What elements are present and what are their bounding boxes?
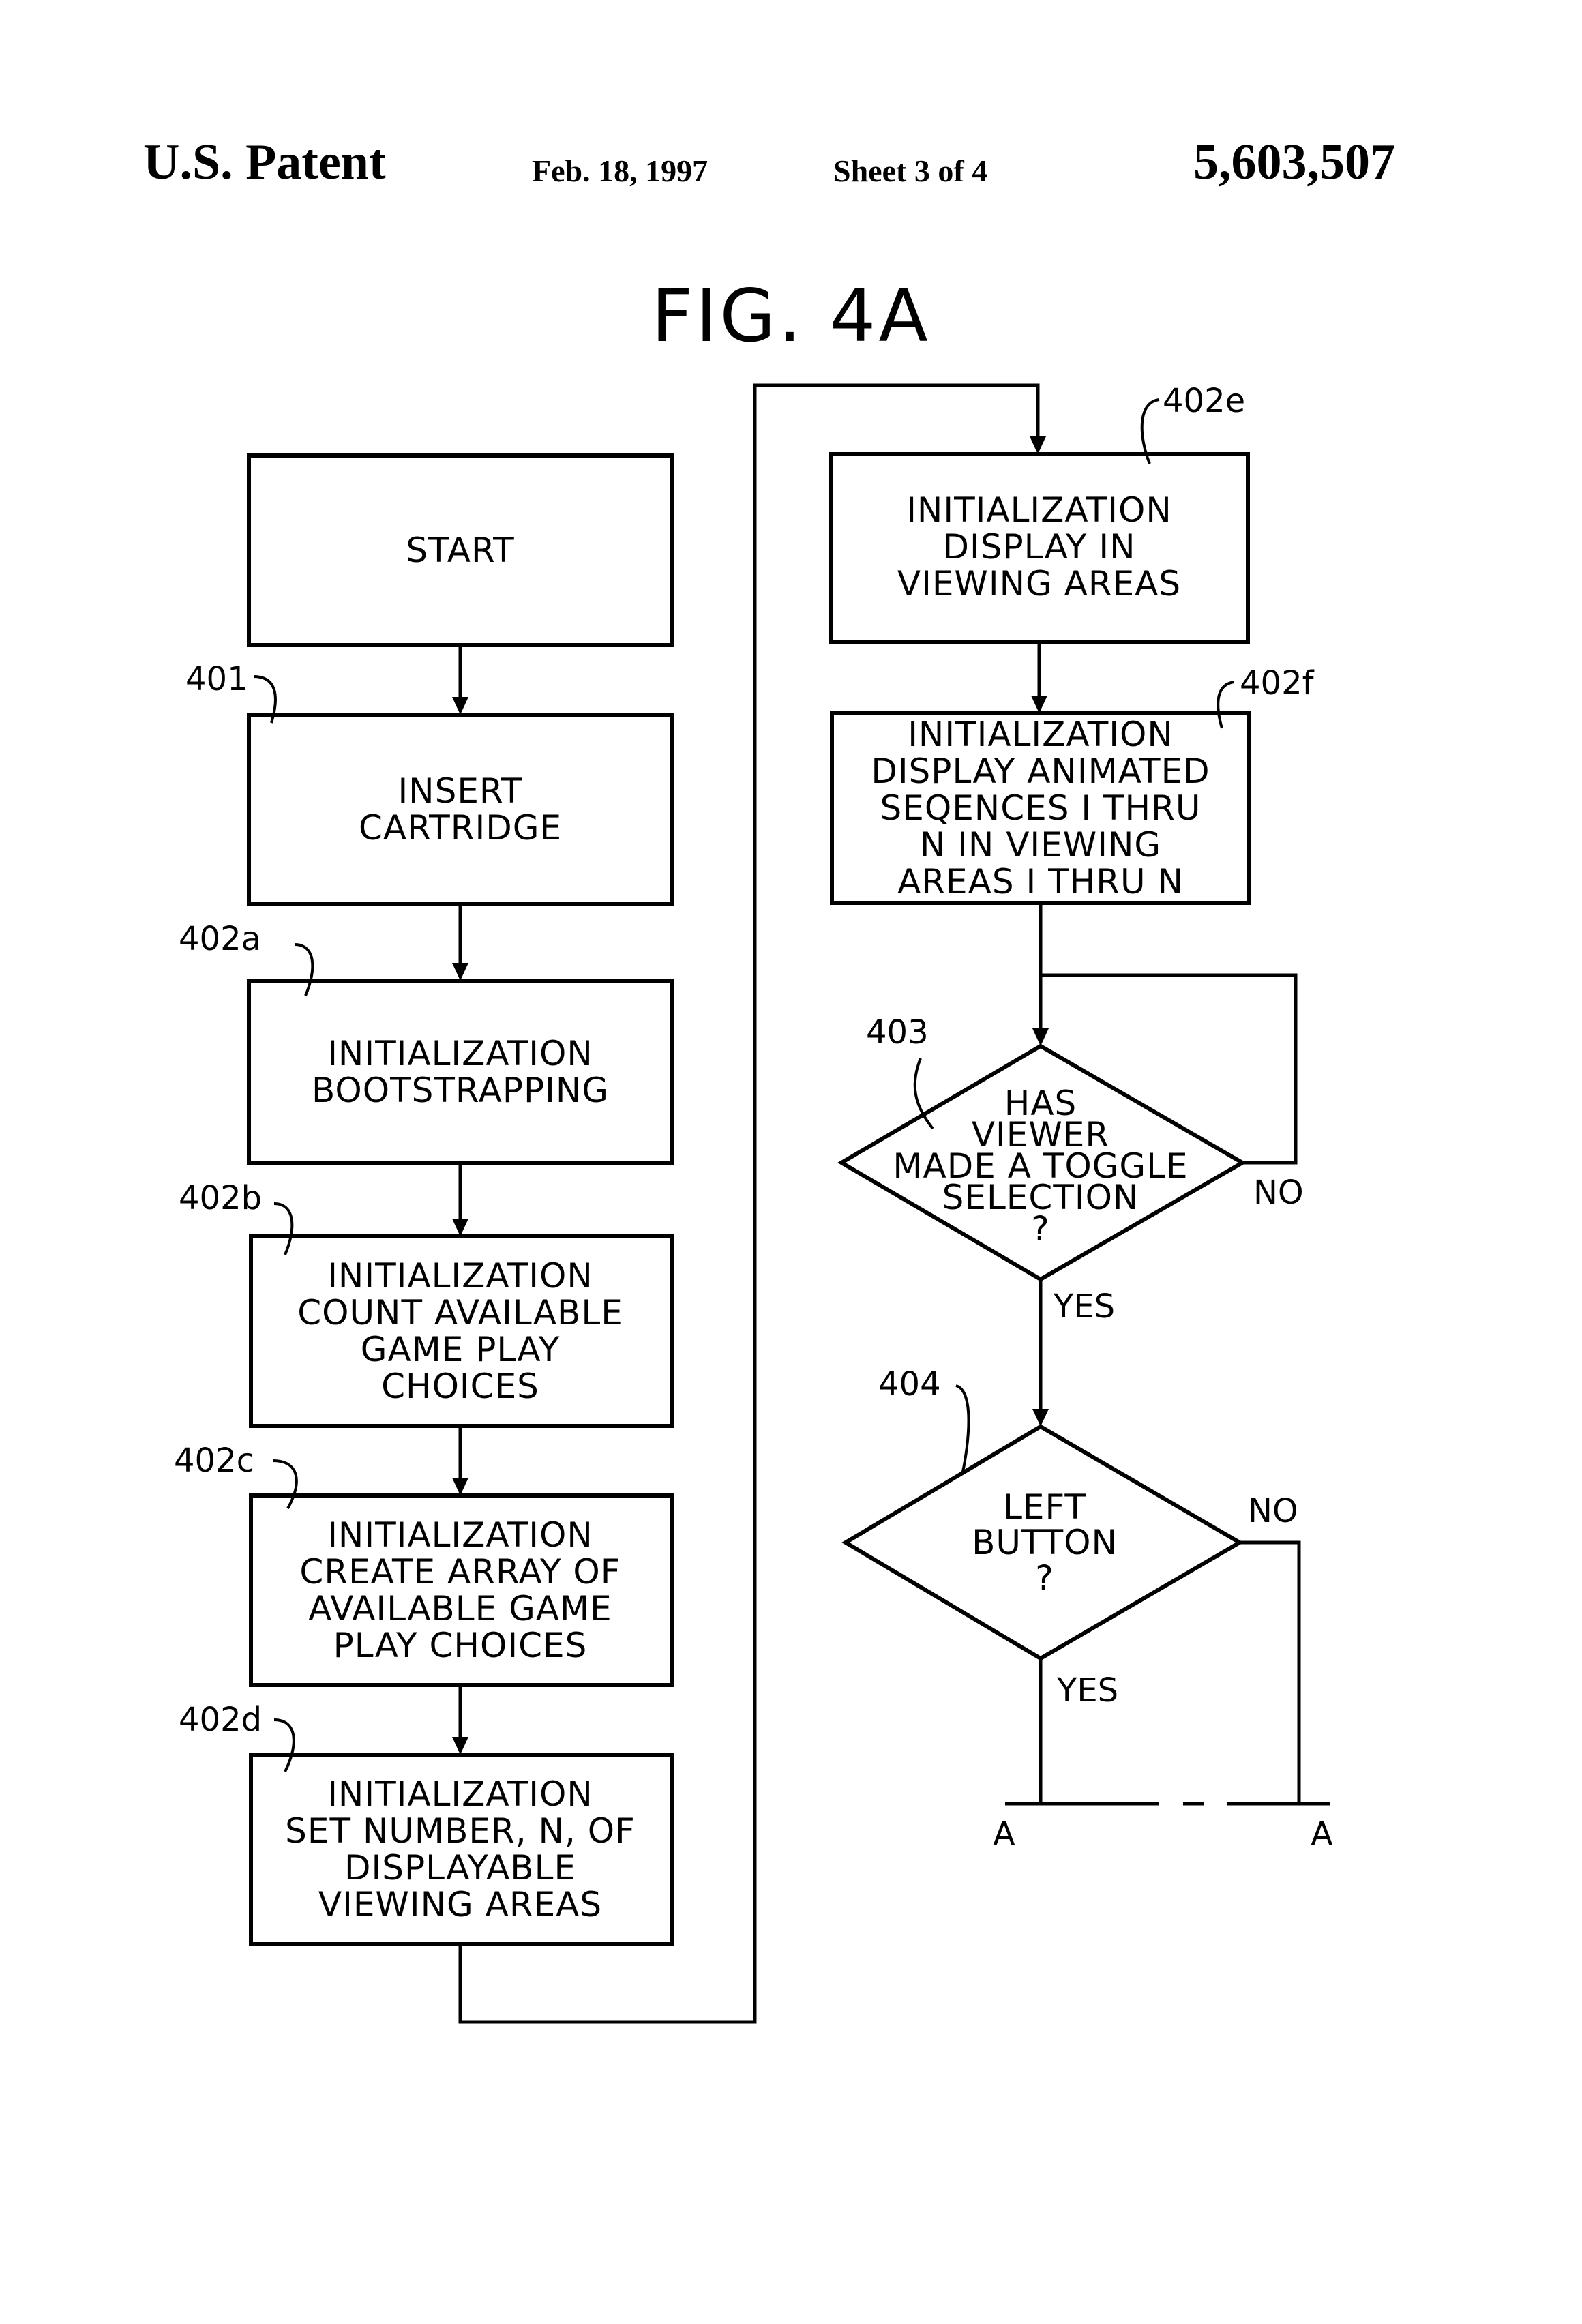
ref-402a: 402a (179, 920, 261, 958)
decision-404-yes: YES (1056, 1671, 1118, 1710)
label-line: MADE A TOGGLE (893, 1146, 1188, 1186)
label-line: CARTRIDGE (359, 808, 562, 848)
decision-404-no: NO (1248, 1492, 1298, 1530)
patent-date: Feb. 18, 1997 (532, 153, 708, 188)
ref-402d: 402d (179, 1701, 262, 1739)
ref-402c: 402c (174, 1442, 254, 1480)
label-line: VIEWING AREAS (318, 1885, 602, 1924)
no-loop-403 (1041, 973, 1298, 1165)
set-number-box (249, 1753, 674, 1946)
label-line: CHOICES (381, 1367, 539, 1406)
ref-401-leader (253, 675, 277, 724)
label-line: COUNT AVAILABLE (297, 1293, 623, 1332)
ref-403-leader (913, 1058, 934, 1130)
label-line: ? (1035, 1558, 1054, 1598)
decision-403-no: NO (1253, 1174, 1304, 1212)
ref-404-leader (955, 1384, 970, 1472)
arrowhead-404 (1032, 1409, 1049, 1427)
label-line: DISPLAY ANIMATED (871, 751, 1210, 791)
count-choices-box (249, 1234, 674, 1428)
label-line: LEFT (1003, 1487, 1086, 1527)
label-line: SELECTION (942, 1178, 1139, 1217)
ref-402c-leader (272, 1459, 298, 1509)
arrowhead-402f (1031, 696, 1047, 713)
label-line: N IN VIEWING (920, 825, 1161, 865)
bootstrapping-box (247, 979, 674, 1165)
label-line: ? (1031, 1209, 1050, 1249)
ref-402e-leader (1140, 398, 1160, 464)
label-line: CREATE ARRAY OF (299, 1552, 621, 1592)
ref-401: 401 (185, 660, 248, 698)
label-line: DISPLAY IN (942, 527, 1135, 567)
arrowhead-402c (452, 1478, 468, 1495)
ref-403: 403 (866, 1013, 929, 1052)
label-line: INITIALIZATION (906, 490, 1172, 530)
arrowhead-402e (1030, 436, 1046, 454)
arrowhead-402b (452, 1219, 468, 1236)
label-line: SET NUMBER, N, OF (285, 1811, 636, 1851)
label-line: INITIALIZATION (327, 1256, 593, 1296)
start-label: START (406, 531, 514, 570)
ref-402f: 402f (1240, 664, 1315, 702)
ref-402b-leader (273, 1202, 294, 1255)
arrowhead-402a (452, 963, 468, 981)
ref-402a-leader (294, 943, 314, 996)
label-line: BUTTON (972, 1523, 1118, 1562)
label-line: INSERT (398, 771, 522, 811)
label-line: GAME PLAY (361, 1330, 561, 1369)
label-line: DISPLAYABLE (344, 1848, 576, 1888)
ref-402b: 402b (179, 1179, 262, 1217)
ref-404: 404 (878, 1365, 941, 1403)
no-branch-404 (1240, 1540, 1301, 1804)
label-line: BOOTSTRAPPING (312, 1071, 609, 1110)
arrowhead-402d (452, 1737, 468, 1755)
start-box (247, 453, 674, 647)
label-line: VIEWING AREAS (897, 564, 1181, 604)
arrowhead-403 (1032, 1028, 1049, 1046)
connector-a-right: A (1311, 1815, 1333, 1853)
label-line: START (406, 531, 514, 570)
label-line: INITIALIZATION (327, 1034, 593, 1073)
patent-number: 5,603,507 (1193, 134, 1395, 190)
label-line: INITIALIZATION (327, 1515, 593, 1555)
animated-sequences-box (830, 711, 1251, 905)
create-array-box (249, 1493, 674, 1687)
arrowhead-401 (452, 697, 468, 715)
connector-a-left: A (993, 1815, 1015, 1853)
label-line: INITIALIZATION (327, 1774, 593, 1814)
label-line: VIEWER (972, 1115, 1109, 1154)
label-line: HAS (1004, 1084, 1077, 1123)
sheet-number: Sheet 3 of 4 (833, 153, 988, 188)
ref-402d-leader (273, 1718, 295, 1772)
crossover-connector (458, 383, 1040, 2024)
label-line: INITIALIZATION (908, 715, 1174, 754)
patent-label: U.S. Patent (143, 134, 386, 190)
label-line: PLAY CHOICES (333, 1626, 588, 1665)
display-viewing-areas-box (829, 452, 1250, 644)
ref-402e: 402e (1163, 382, 1245, 420)
label-line: AREAS I THRU N (897, 862, 1184, 902)
label-line: SEQENCES I THRU (880, 788, 1202, 828)
decision-403-yes: YES (1053, 1287, 1115, 1326)
figure-title: FIG. 4A (651, 274, 931, 358)
ref-402f-leader (1217, 681, 1235, 729)
label-line: AVAILABLE GAME (308, 1589, 612, 1628)
